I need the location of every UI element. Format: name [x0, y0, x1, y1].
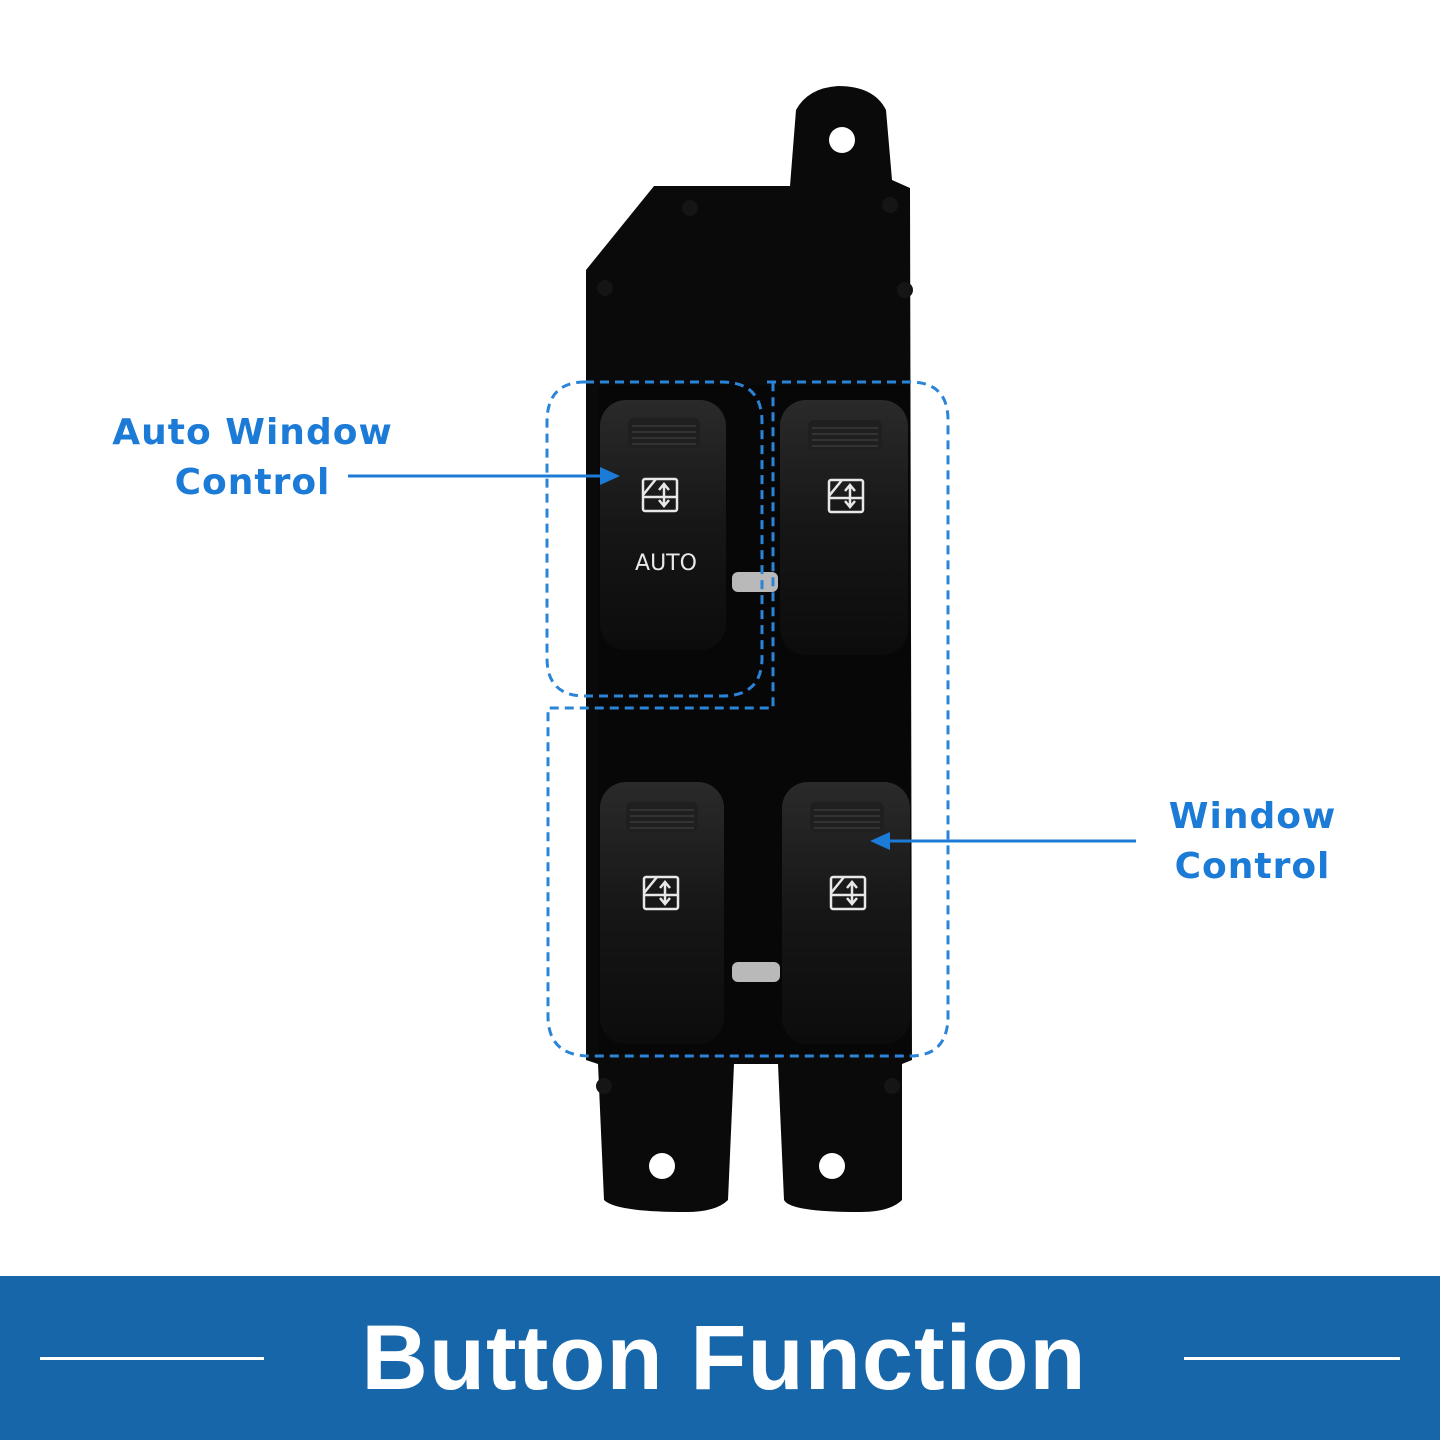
window-switch-panel-photo: AUTO: [348, 86, 1136, 1212]
lock-pin-bottom: [732, 962, 780, 982]
auto-window-switch: AUTO: [600, 400, 726, 650]
mounting-hole-bottom-left: [649, 1153, 675, 1179]
window-control-label: Window Control: [1140, 792, 1365, 892]
window-control-outline: [546, 380, 950, 1058]
lock-pin-top: [732, 572, 778, 592]
auto-window-label-line-1: Auto Window: [112, 412, 393, 453]
window-label-line-2: Control: [1174, 846, 1331, 887]
auto-window-label-line-2: Control: [174, 462, 331, 503]
auto-window-control-label: Auto Window Control: [100, 408, 405, 508]
title-banner: Button Function: [0, 1276, 1440, 1440]
auto-label: AUTO: [635, 551, 697, 576]
window-control-arrow: [870, 832, 1136, 850]
auto-window-arrow: [348, 467, 620, 485]
mounting-hole-top: [829, 127, 855, 153]
window-switch-top-right: [780, 400, 908, 655]
window-label-line-1: Window: [1168, 796, 1337, 837]
mounting-hole-bottom-right: [819, 1153, 845, 1179]
window-switch-bottom-left: [600, 782, 724, 1044]
banner-title: Button Function: [361, 1307, 1087, 1409]
banner-rule-left: [40, 1357, 264, 1360]
auto-window-outline: [545, 380, 764, 698]
banner-rule-right: [1184, 1357, 1400, 1360]
window-switch-bottom-right: [782, 782, 910, 1044]
